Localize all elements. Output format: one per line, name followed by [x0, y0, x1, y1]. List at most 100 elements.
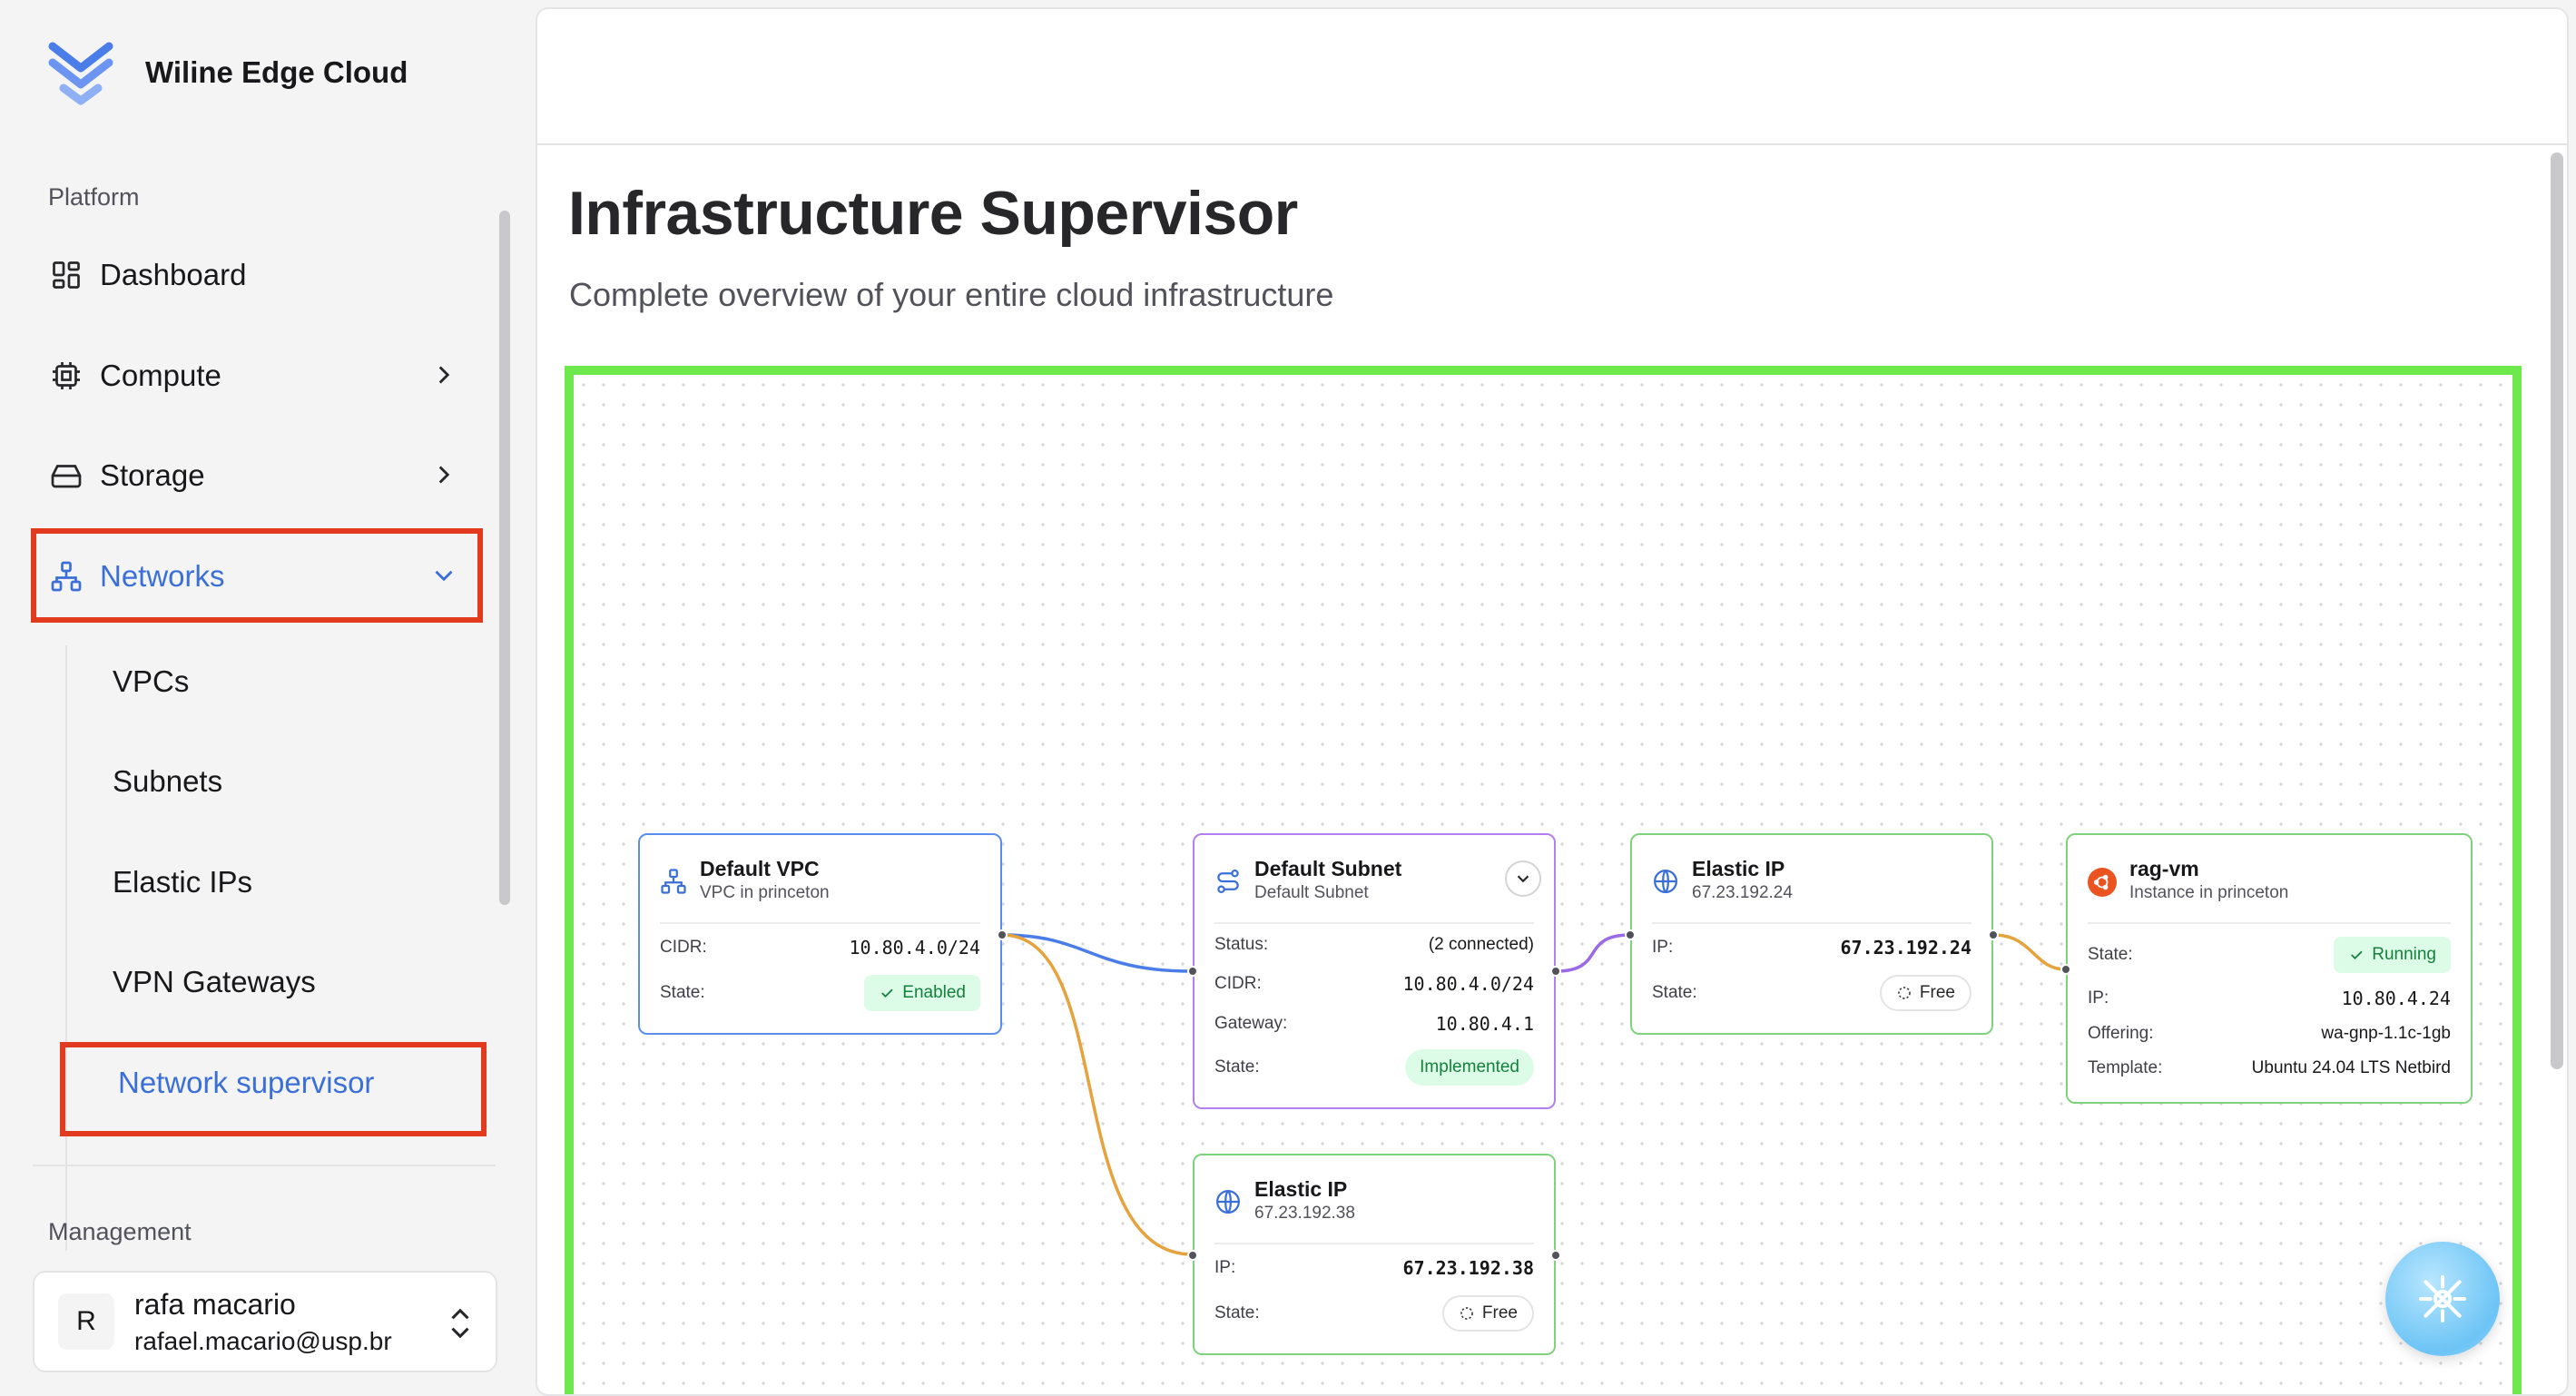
subnet-gateway-value: 10.80.4.1	[1435, 1013, 1534, 1035]
field-label: Offering:	[2088, 1024, 2154, 1043]
node-divider	[1214, 922, 1534, 924]
vm-state-row: State: Running	[2088, 937, 2451, 973]
sidebar-item-networks[interactable]: Networks	[33, 535, 477, 618]
field-label: State:	[2088, 945, 2133, 964]
management-group-label: Management	[48, 1218, 192, 1245]
status-badge: Implemented	[1405, 1049, 1534, 1086]
node-elastic-ip-2[interactable]: Elastic IP 67.23.192.38 IP: 67.23.192.38…	[1187, 1154, 1561, 1355]
node-handle[interactable]	[2060, 964, 2071, 975]
status-text: Free	[1919, 983, 1955, 1002]
status-badge: Free	[1441, 1295, 1534, 1332]
node-default-subnet[interactable]: Default Subnet Default Subnet Status: (2…	[1187, 833, 1561, 1109]
avatar: R	[58, 1293, 114, 1350]
field-label: Gateway:	[1214, 1014, 1288, 1033]
subnet-status-value: (2 connected)	[1428, 935, 1534, 954]
node-divider	[1652, 922, 1971, 924]
subnav-line	[65, 645, 67, 1251]
node-title: Default VPC	[700, 857, 820, 880]
node-handle[interactable]	[1550, 1250, 1561, 1261]
node-handle[interactable]	[1625, 929, 1636, 940]
node-handle[interactable]	[1988, 929, 1999, 940]
field-label: IP:	[1214, 1258, 1236, 1277]
sidebar-divider	[33, 1165, 496, 1166]
field-label: State:	[660, 983, 705, 1002]
subnav-item-vpn-gateways[interactable]: VPN Gateways	[113, 965, 316, 998]
subnav-item-subnets[interactable]: Subnets	[113, 764, 223, 798]
sidebar-item-label: Storage	[100, 458, 205, 492]
node-subtitle: Default Subnet	[1254, 883, 1369, 902]
network-supervisor-highlight-box	[60, 1042, 487, 1136]
eip2-ip-row: IP: 67.23.192.38	[1214, 1257, 1534, 1279]
node-default-vpc[interactable]: Default VPC VPC in princeton CIDR: 10.80…	[638, 833, 1008, 1035]
vpc-state-row: State: Enabled	[660, 975, 980, 1011]
wiline-logo-icon	[48, 42, 113, 105]
sidebar-item-storage[interactable]: Storage	[33, 434, 477, 517]
vm-offering-row: Offering: wa-gnp-1.1c-1gb	[2088, 1024, 2451, 1044]
check-icon	[2351, 950, 2363, 960]
node-title: rag-vm	[2129, 857, 2199, 880]
subnet-cidr-value: 10.80.4.0/24	[1402, 973, 1535, 995]
field-label: State:	[1214, 1303, 1260, 1322]
node-handle[interactable]	[997, 929, 1008, 940]
chevrons-up-down-icon	[451, 1308, 469, 1339]
status-badge: Running	[2334, 937, 2451, 973]
vm-template-row: Template: Ubuntu 24.04 LTS Netbird	[2088, 1058, 2451, 1078]
assistant-fab-button[interactable]	[2385, 1242, 2500, 1356]
node-divider	[1214, 1243, 1534, 1244]
cpu-icon	[49, 359, 84, 393]
subnav-item-elastic-ips[interactable]: Elastic IPs	[113, 865, 253, 899]
ubuntu-icon	[2088, 868, 2117, 897]
page-subtitle: Complete overview of your entire cloud i…	[569, 276, 1334, 313]
network-icon	[49, 559, 84, 594]
brand[interactable]: Wiline Edge Cloud	[47, 36, 408, 109]
platform-group-label: Platform	[48, 183, 140, 211]
subnet-state-row: State: Implemented	[1214, 1049, 1534, 1086]
eip2-ip-value: 67.23.192.38	[1402, 1257, 1535, 1279]
hard-drive-icon	[49, 458, 84, 493]
assistant-icon	[2419, 1275, 2466, 1322]
subnet-status-row: Status: (2 connected)	[1214, 935, 1534, 955]
user-menu[interactable]: R rafa macario rafael.macario@usp.br	[33, 1271, 497, 1372]
node-handle[interactable]	[1187, 1250, 1198, 1261]
expand-node-button[interactable]	[1505, 860, 1541, 897]
vpc-cidr-value: 10.80.4.0/24	[849, 937, 981, 959]
user-email: rafael.macario@usp.br	[134, 1326, 392, 1355]
status-text: Enabled	[902, 983, 966, 1002]
sidebar-item-dashboard[interactable]: Dashboard	[33, 233, 477, 317]
field-label: IP:	[2088, 988, 2109, 1008]
eip1-ip-value: 67.23.192.24	[1840, 937, 1972, 959]
user-name: rafa macario	[134, 1287, 296, 1321]
globe-icon	[1216, 1190, 1240, 1214]
node-subtitle: VPC in princeton	[700, 883, 830, 902]
node-divider	[660, 922, 980, 924]
status-badge: Free	[1879, 975, 1971, 1011]
brand-name: Wiline Edge Cloud	[145, 55, 408, 89]
node-subtitle: 67.23.192.24	[1692, 883, 1793, 902]
sidebar-scrollbar[interactable]	[499, 211, 510, 905]
field-label: CIDR:	[660, 938, 707, 957]
main-scrollbar[interactable]	[2551, 152, 2563, 1069]
subnet-route-icon	[1217, 870, 1239, 893]
node-rag-vm[interactable]: rag-vm Instance in princeton State: Runn…	[2060, 833, 2473, 1104]
eip2-state-row: State: Free	[1214, 1295, 1534, 1332]
node-subtitle: Instance in princeton	[2129, 883, 2289, 902]
eip1-ip-row: IP: 67.23.192.24	[1652, 937, 1971, 959]
sidebar: Wiline Edge Cloud Platform Dashboard Com…	[0, 0, 517, 1396]
page-title: Infrastructure Supervisor	[568, 179, 1298, 248]
network-icon	[661, 869, 686, 894]
chevron-down-icon	[1517, 875, 1529, 883]
node-title: Default Subnet	[1254, 857, 1402, 880]
field-label: State:	[1652, 983, 1697, 1002]
chevron-right-icon	[438, 466, 450, 484]
networks-highlight-box	[31, 528, 483, 623]
node-handle[interactable]	[1187, 966, 1198, 977]
node-elastic-ip-1[interactable]: Elastic IP 67.23.192.24 IP: 67.23.192.24…	[1625, 833, 1999, 1035]
dashboard-icon	[49, 258, 84, 292]
subnav-item-vpcs[interactable]: VPCs	[113, 664, 190, 698]
sidebar-item-compute[interactable]: Compute	[33, 334, 477, 418]
vm-offering-value: wa-gnp-1.1c-1gb	[2321, 1024, 2451, 1043]
node-handle[interactable]	[1550, 966, 1561, 977]
status-badge: Enabled	[864, 975, 980, 1011]
field-label: Template:	[2088, 1058, 2163, 1077]
subnav-item-network-supervisor[interactable]: Network supervisor	[118, 1066, 375, 1099]
